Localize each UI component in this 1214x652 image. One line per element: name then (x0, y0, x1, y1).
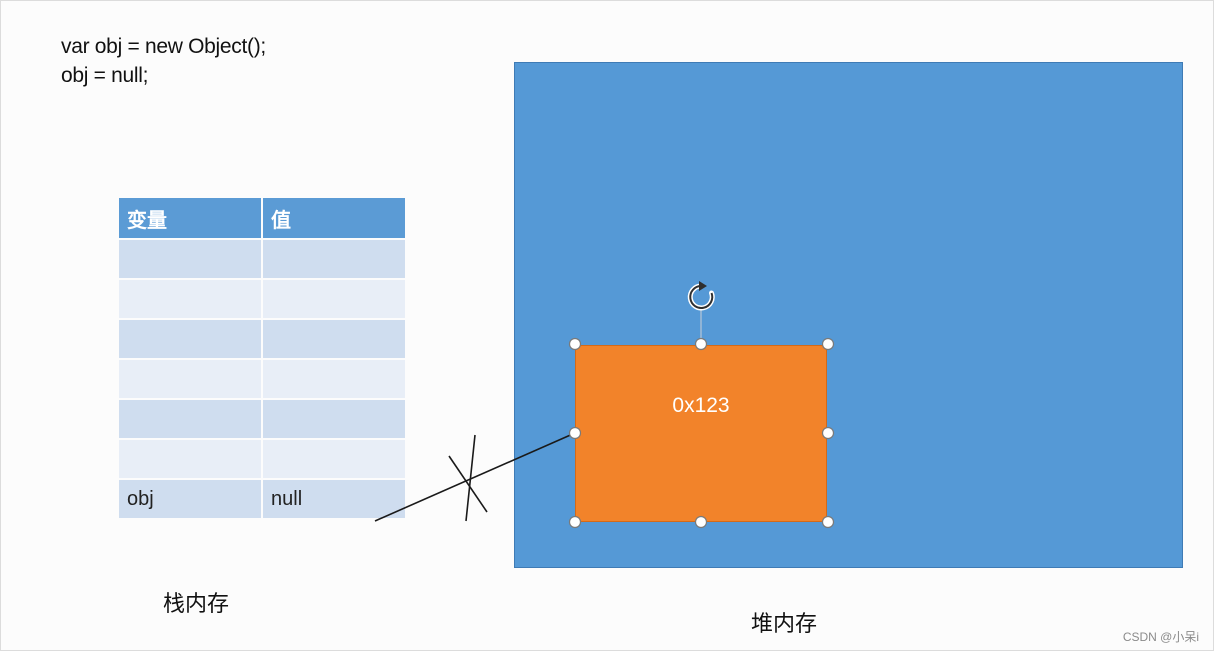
cell-value (263, 360, 405, 398)
resize-handle-top-left[interactable] (568, 337, 582, 351)
csdn-watermark: CSDN @小呆i (1122, 630, 1199, 644)
cell-variable (119, 320, 261, 358)
resize-handle-middle-right[interactable] (821, 426, 835, 440)
header-variable: 变量 (119, 198, 261, 238)
resize-handle-top-right[interactable] (821, 337, 835, 351)
resize-handle-bottom-right[interactable] (821, 515, 835, 529)
object-address-label: 0x123 (672, 394, 730, 417)
cell-variable (119, 400, 261, 438)
rotate-handle-icon[interactable] (687, 281, 715, 311)
resize-handle-bottom-center[interactable] (694, 515, 708, 529)
table-row (119, 440, 405, 478)
cell-variable-obj: obj (119, 480, 261, 518)
cell-value (263, 440, 405, 478)
cell-variable (119, 440, 261, 478)
stack-variable-table: 变量 值 (117, 196, 407, 520)
cell-value (263, 240, 405, 278)
resize-handle-top-center[interactable] (694, 337, 708, 351)
resize-handle-middle-left[interactable] (568, 426, 582, 440)
cross-out-mark (448, 434, 488, 522)
cell-variable (119, 280, 261, 318)
table-row-obj: obj null (119, 480, 405, 518)
cell-variable (119, 360, 261, 398)
resize-handle-bottom-left[interactable] (568, 515, 582, 529)
cell-value-null: null (263, 480, 405, 518)
cell-value (263, 280, 405, 318)
code-line-assign-null: obj = null; (61, 64, 149, 87)
table-row (119, 360, 405, 398)
heap-object-box[interactable]: 0x123 (575, 345, 827, 522)
stack-memory-label: 栈内存 (163, 591, 230, 616)
cell-variable (119, 240, 261, 278)
table-row (119, 320, 405, 358)
heap-memory-label: 堆内存 (751, 611, 818, 636)
table-row (119, 240, 405, 278)
table-row (119, 400, 405, 438)
header-value: 值 (263, 198, 405, 238)
code-line-declaration: var obj = new Object(); (61, 35, 266, 58)
cell-value (263, 320, 405, 358)
cell-value (263, 400, 405, 438)
stack-table-header-row: 变量 值 (119, 198, 405, 238)
table-row (119, 280, 405, 318)
